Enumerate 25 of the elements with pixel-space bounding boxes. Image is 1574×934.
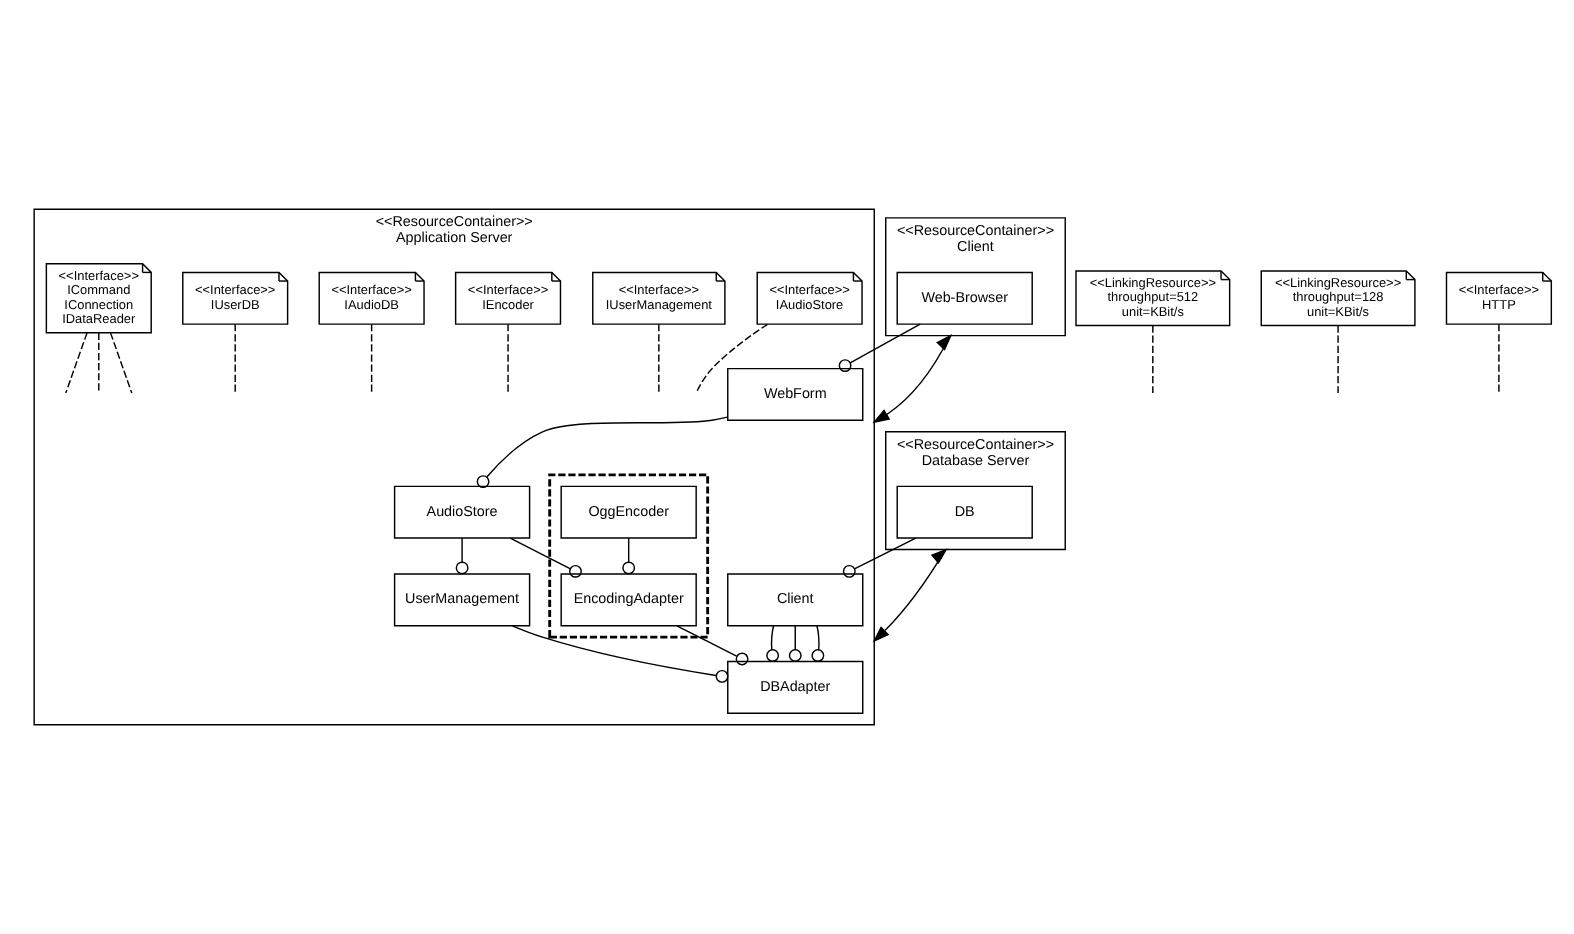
connector xyxy=(509,537,582,578)
connector xyxy=(1152,325,1154,394)
connector xyxy=(476,416,729,489)
connector xyxy=(234,323,236,394)
connector xyxy=(695,323,769,394)
connector xyxy=(98,332,100,394)
connector xyxy=(766,625,780,663)
connector xyxy=(455,537,469,575)
connector xyxy=(109,332,133,394)
connector xyxy=(1337,325,1339,394)
cluster xyxy=(548,473,710,639)
connector xyxy=(511,625,729,683)
arrow xyxy=(872,548,948,643)
connector xyxy=(658,323,660,394)
connector xyxy=(370,323,373,394)
arrow xyxy=(872,334,953,424)
connector xyxy=(788,625,802,662)
connector xyxy=(811,625,825,663)
connector xyxy=(676,625,749,666)
connector xyxy=(622,537,636,575)
connector xyxy=(838,323,921,373)
connector xyxy=(507,323,509,394)
connector xyxy=(65,332,88,394)
connector xyxy=(842,537,917,578)
connector xyxy=(1498,323,1500,394)
